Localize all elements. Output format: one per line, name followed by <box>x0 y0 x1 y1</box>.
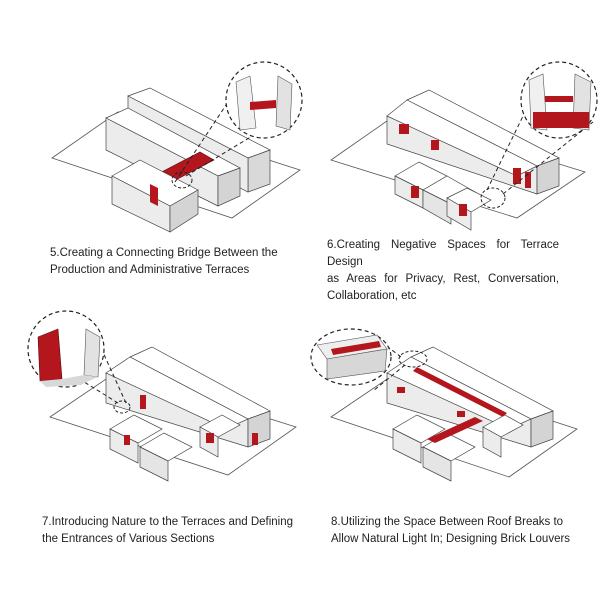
callout-line <box>95 336 127 404</box>
step-caption: 8.Utilizing the Space Between Roof Break… <box>331 514 570 548</box>
diagram-panel-step-6: 6.Creating Negative Spaces for Terrace D… <box>307 0 614 307</box>
terrace-void-red <box>525 172 531 188</box>
diagram-panel-step-8: 8.Utilizing the Space Between Roof Break… <box>307 307 614 614</box>
callout-origin-ellipse <box>398 350 428 368</box>
zoom-wall-red <box>37 328 63 382</box>
terrace-red <box>206 433 214 443</box>
caption-line: 7.Introducing Nature to the Terraces and… <box>42 516 294 528</box>
admin-module-front <box>482 426 502 458</box>
caption-line: 5.Creating a Connecting Bridge Between t… <box>50 247 278 259</box>
diagram-panel-step-5: 5.Creating a Connecting Bridge Between t… <box>0 0 307 307</box>
zoom-wall <box>326 348 388 380</box>
zoom-brick-louvers <box>331 341 381 355</box>
terrace-void-red <box>459 204 467 216</box>
brick-louver <box>397 387 405 393</box>
zoom-bridge <box>545 96 573 102</box>
admin-module-front <box>422 446 452 482</box>
callout-line <box>174 95 233 183</box>
zoom-bridge <box>250 100 276 110</box>
caption-line: Collaboration, etc <box>327 290 417 302</box>
production-block-side <box>530 410 554 448</box>
caption-line: as Areas for Privacy, Rest, Conversation… <box>327 273 559 285</box>
brick-louver <box>457 411 465 417</box>
caption-line: Allow Natural Light In; Designing Brick … <box>331 533 571 545</box>
entrance-red <box>252 433 258 445</box>
callout-origin-ellipse <box>480 187 506 209</box>
roof-break-skylight <box>413 367 507 417</box>
step-caption: 7.Introducing Nature to the Terraces and… <box>42 514 293 548</box>
axonometric-diagram-step-5 <box>51 61 303 233</box>
terrace-void-red <box>399 124 409 134</box>
admin-terrace-red <box>150 184 158 206</box>
zoom-floor <box>40 375 98 387</box>
terrace-void-red <box>411 186 419 198</box>
step-caption: 6.Creating Negative Spaces for Terrace D… <box>327 237 559 305</box>
axonometric-diagram-step-6 <box>330 61 598 231</box>
zoom-wall-right <box>275 75 293 131</box>
caption-line: 6.Creating Negative Spaces for Terrace D… <box>327 239 559 268</box>
callout-origin-ellipse <box>171 171 193 189</box>
callout-line <box>486 111 526 191</box>
entrance-red <box>140 395 146 409</box>
axonometric-diagram-step-7 <box>27 310 297 482</box>
caption-line: 8.Utilizing the Space Between Roof Break… <box>331 516 564 528</box>
zoom-wall-left <box>235 75 257 131</box>
axonometric-diagram-step-8 <box>310 328 578 482</box>
zoom-wall-right <box>83 328 101 378</box>
diagram-panel-step-7: 7.Introducing Nature to the Terraces and… <box>0 307 307 614</box>
callout-origin-ellipse <box>113 400 131 414</box>
caption-line: the Entrances of Various Sections <box>42 533 215 545</box>
admin-module-front <box>139 446 169 482</box>
caption-line: Production and Administrative Terraces <box>50 264 250 276</box>
production-block-side <box>536 157 560 195</box>
connecting-bridge <box>427 417 483 443</box>
admin-block-side <box>169 189 199 233</box>
terrace-void-red <box>431 140 439 150</box>
admin-module-front <box>422 189 452 225</box>
callout-line <box>502 121 594 195</box>
middle-block-side <box>217 167 241 207</box>
terrace-void-red <box>513 168 521 184</box>
admin-module-front <box>392 428 422 464</box>
terrace-red <box>124 435 130 445</box>
zoom-terrace-red <box>533 112 589 128</box>
step-caption: 5.Creating a Connecting Bridge Between t… <box>50 245 278 279</box>
